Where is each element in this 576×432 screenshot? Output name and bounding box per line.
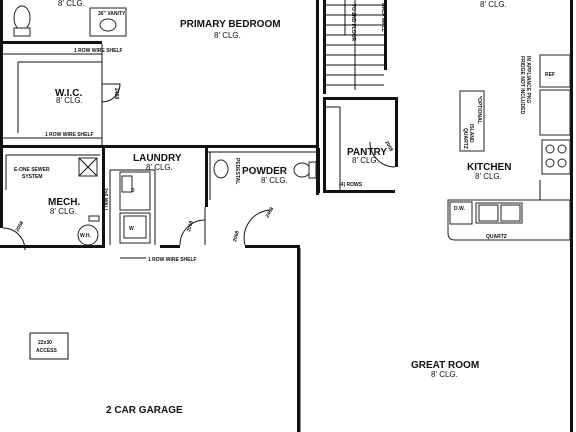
fridge-note-line1: FRIDGE NOT INCLUDED xyxy=(519,56,525,114)
powder-door-swing xyxy=(243,209,271,246)
primary-bedroom-clg: 8' CLG. xyxy=(214,31,241,40)
powder-title: POWDER xyxy=(242,166,288,177)
sewer-line2: SYSTEM xyxy=(22,174,43,180)
refrigerator-icon xyxy=(539,54,571,88)
access-line2: ACCESS xyxy=(36,348,58,354)
access-line1: 22x30 xyxy=(38,340,52,346)
pantry-room: PANTRY 8' CLG. (4) ROWS 2068 xyxy=(326,106,396,190)
island-line2: ISLAND xyxy=(468,124,474,143)
dishwasher-icon xyxy=(449,201,473,225)
island-quartz: QUARTZ xyxy=(462,128,468,149)
toilet-tank-icon xyxy=(13,27,31,37)
top-bath: 36" VANITY 8' CLG. xyxy=(13,0,127,37)
powder-room: PEDESTAL POWDER 8' CLG. 2068 2468 xyxy=(213,158,317,246)
mech-wall-label: 2x6 WALL xyxy=(102,188,108,212)
kitchen-room: 8' CLG. REF FRIDGE NOT INCLUDED IN APPLI… xyxy=(447,0,571,241)
powder-sink-icon xyxy=(213,159,229,179)
wic-shelf-upper: 1 ROW WIRE SHELF xyxy=(74,48,123,54)
island-icon xyxy=(459,90,485,152)
sewer-line1: E-ONE SEWER xyxy=(14,167,50,173)
burner-icon xyxy=(545,144,555,154)
pantry-clg: 8' CLG. xyxy=(352,156,379,165)
powder-clg: 8' CLG. xyxy=(261,176,288,185)
stair-label: TO 2ND FLOOR xyxy=(350,4,356,42)
mech-clg: 8' CLG. xyxy=(50,207,77,216)
wic-title: W.I.C. xyxy=(55,88,82,99)
laundry-door-size: 2068 xyxy=(186,220,195,233)
wic-shelf-lower: 1 ROW WIRE SHELF xyxy=(45,132,94,138)
dryer-label: D xyxy=(131,188,135,194)
dishwasher-label: D.W. xyxy=(454,206,465,212)
pantry-door-swing xyxy=(369,141,396,168)
laundry-door-swing xyxy=(179,219,206,246)
garage-room: 22x30 ACCESS 2 CAR GARAGE xyxy=(29,332,183,416)
wic-door-size: 2468 xyxy=(113,88,119,99)
pedestal-label: PEDESTAL xyxy=(234,158,240,184)
attic-access-icon xyxy=(29,332,69,360)
mech-door-size: 2068 xyxy=(15,220,26,233)
pantry-title: PANTRY xyxy=(347,147,387,158)
burner-icon xyxy=(557,144,567,154)
partitions xyxy=(3,44,387,432)
laundry-shelf: 1 ROW WIRE SHELF xyxy=(148,257,197,263)
mech-door-swing xyxy=(2,227,26,251)
powder-door-size: 2468 xyxy=(265,206,276,219)
water-heater-icon xyxy=(77,224,99,246)
vanity-label: 36" VANITY xyxy=(98,11,126,17)
pantry-door-size: 2068 xyxy=(383,140,394,153)
garage-door-size: 2068 xyxy=(232,230,241,243)
primary-bedroom-title: PRIMARY BEDROOM xyxy=(180,19,281,30)
washer-label: W xyxy=(129,226,134,232)
burner-icon xyxy=(545,158,555,168)
great-room-title: GREAT ROOM xyxy=(411,360,479,371)
sink-icon xyxy=(99,18,117,32)
counter-upper-icon xyxy=(539,89,571,136)
wic-door-swing xyxy=(101,83,121,103)
laundry-clg: 8' CLG. xyxy=(146,163,173,172)
wic-clg: 8' CLG. xyxy=(56,96,83,105)
top-bath-clg: 8' CLG. xyxy=(58,0,85,8)
laundry-title: LAUNDRY xyxy=(133,153,182,164)
stair-wall-label: HALF WALL xyxy=(380,3,386,32)
pantry-rows: (4) ROWS xyxy=(339,182,363,188)
powder-toilet-icon xyxy=(293,162,311,178)
range-icon xyxy=(541,139,571,175)
kitchen-clg: 8' CLG. xyxy=(475,172,502,181)
laundry-room: LAUNDRY 8' CLG. D W 1 ROW WIRE SHELF 206… xyxy=(119,153,206,263)
toilet-icon xyxy=(13,5,31,31)
mech-room: E-ONE SEWER SYSTEM MECH. 8' CLG. W.H. 2x… xyxy=(2,157,108,251)
garage-title: 2 CAR GARAGE xyxy=(106,405,183,416)
burner-icon xyxy=(557,158,567,168)
fridge-note-line2: IN APPLIANCE PKG xyxy=(525,56,531,103)
counter-quartz: QUARTZ xyxy=(486,234,507,240)
stairs: TO 2ND FLOOR HALF WALL xyxy=(326,0,386,90)
ref-label: REF xyxy=(545,72,555,78)
mech-title: MECH. xyxy=(48,197,80,208)
water-heater-label: W.H. xyxy=(80,233,91,239)
top-right-clg: 8' CLG. xyxy=(480,0,507,9)
island-line1: *OPTIONAL xyxy=(476,96,482,124)
kitchen-title: KITCHEN xyxy=(467,162,511,173)
great-room-clg: 8' CLG. xyxy=(431,370,458,379)
